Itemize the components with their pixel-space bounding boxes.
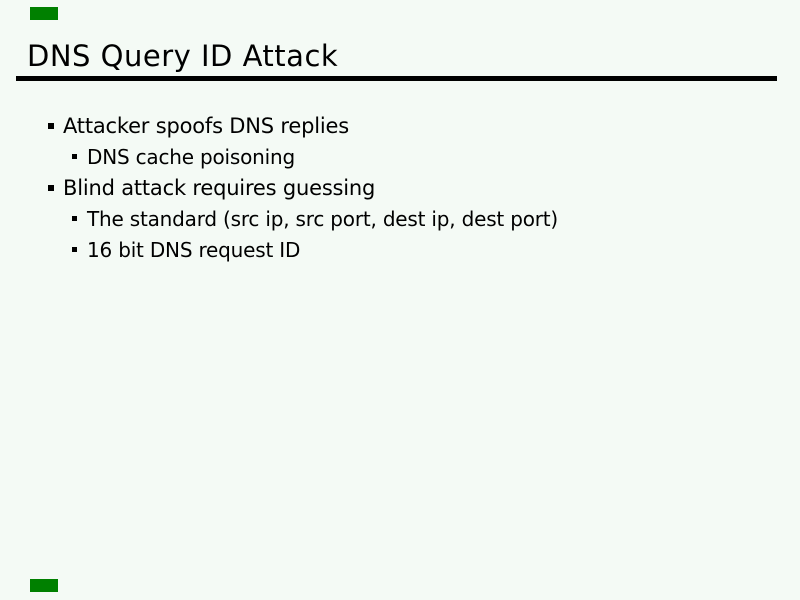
bullet-square-icon [48,184,54,191]
bullet-text: Attacker spoofs DNS replies [63,113,349,138]
bullet-square-icon [72,216,77,221]
bullet-text: 16 bit DNS request ID [87,237,301,262]
slide-title: DNS Query ID Attack [27,39,339,73]
bullet-item-level2: 16 bit DNS request ID [0,234,800,265]
bullet-square-icon [48,122,54,129]
bullet-item-level1: Blind attack requires guessing [0,172,800,203]
bullet-square-icon [72,154,77,159]
bullet-item-level2: DNS cache poisoning [0,141,800,172]
bullet-item-level2: The standard (src ip, src port, dest ip,… [0,203,800,234]
bullet-text: Blind attack requires guessing [63,175,376,200]
bullet-text: The standard (src ip, src port, dest ip,… [87,206,559,231]
bullet-text: DNS cache poisoning [87,144,295,169]
green-corner-marker-top-left [30,7,58,20]
green-corner-marker-bottom-left [30,579,58,592]
bullet-item-level1: Attacker spoofs DNS replies [0,110,800,141]
title-underline-rule [16,76,777,81]
bullet-list: Attacker spoofs DNS replies DNS cache po… [0,110,800,265]
bullet-square-icon [72,247,77,252]
